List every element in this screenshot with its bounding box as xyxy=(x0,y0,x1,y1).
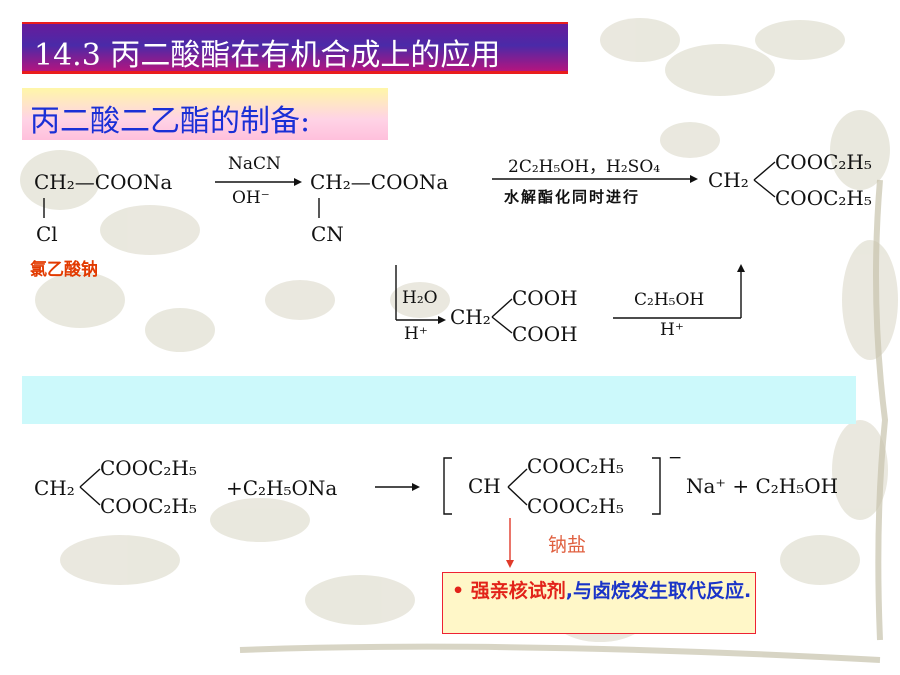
r3-prod-top: COOC₂H₅ xyxy=(527,454,624,478)
r1-final-ch2: CH₂ xyxy=(708,168,749,192)
r2-reagent-top: H₂O xyxy=(402,288,438,308)
r3-top: COOC₂H₅ xyxy=(100,456,197,480)
subtitle-box xyxy=(22,88,388,140)
salt-label: 钠盐 xyxy=(548,534,587,556)
r2-reagent2-bottom: H⁺ xyxy=(660,320,684,340)
r1-final-bottom: COOC₂H₅ xyxy=(775,186,872,210)
subtitle: 丙二酸二乙酯的制备: xyxy=(30,104,311,139)
r1-reagent2-top: 2C₂H₅OH，H₂SO₄ xyxy=(508,157,661,177)
r3-reagent: +C₂H₅ONa xyxy=(226,476,338,500)
note-red-part: 强亲核试剂 xyxy=(470,580,566,602)
r3-bottom: COOC₂H₅ xyxy=(100,494,197,518)
r2-reagent2-top: C₂H₅OH xyxy=(634,290,705,310)
r1-reagent2-bottom: 水解酯化同时进行 xyxy=(504,188,641,206)
r1-product: CH₂—COONa xyxy=(310,170,449,194)
reactant-name-label: 氯乙酸钠 xyxy=(30,260,98,280)
r1-product-substituent: CN xyxy=(311,222,344,246)
r3-charge: − xyxy=(668,448,683,468)
r3-ch2: CH₂ xyxy=(34,476,75,500)
note-box xyxy=(442,572,756,634)
r1-reactant-substituent: Cl xyxy=(36,222,58,246)
page-title: 14.3 丙二酸酯在有机合成上的应用 xyxy=(34,38,501,73)
note-bullet: • xyxy=(452,580,465,602)
r2-top: COOH xyxy=(512,286,578,310)
note-text: • 强亲核试剂,与卤烷发生取代反应. xyxy=(452,578,752,604)
r1-reagent-top: NaCN xyxy=(228,154,281,174)
r1-reagent-bottom: OH⁻ xyxy=(232,188,270,208)
r3-prod-bottom: COOC₂H₅ xyxy=(527,494,624,518)
r2-reagent-bottom: H⁺ xyxy=(404,324,428,344)
r1-final-top: COOC₂H₅ xyxy=(775,150,872,174)
r3-ch: CH xyxy=(468,474,501,498)
r2-ch2: CH₂ xyxy=(450,305,491,329)
r2-bottom: COOH xyxy=(512,322,578,346)
title-bar xyxy=(22,22,568,74)
highlight-band xyxy=(22,376,856,424)
r3-tail: Na⁺ + C₂H₅OH xyxy=(686,474,839,498)
note-blue-part: ,与卤烷发生取代反应. xyxy=(565,580,752,602)
r1-reactant: CH₂—COONa xyxy=(34,170,173,194)
